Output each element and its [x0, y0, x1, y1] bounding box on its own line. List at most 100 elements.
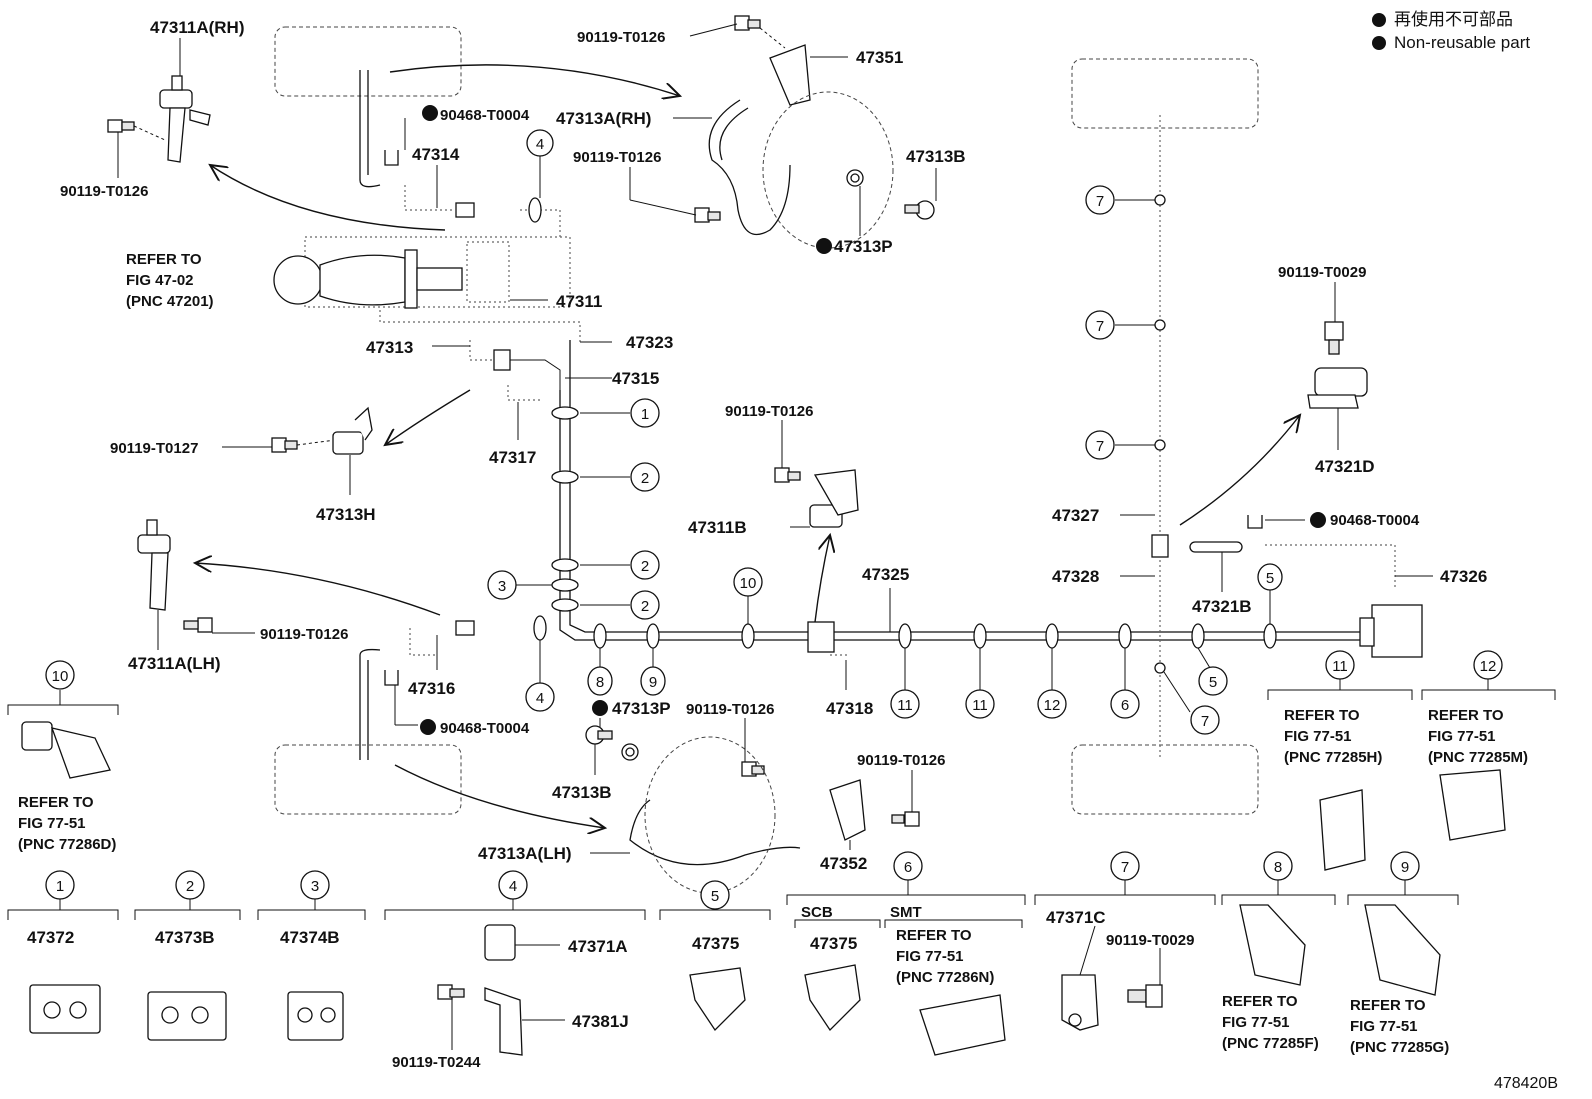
callout-7d: 7 [1190, 705, 1220, 735]
svg-text:(PNC 77285M): (PNC 77285M) [1428, 749, 1528, 766]
svg-text:11: 11 [897, 697, 913, 714]
callout-7c: 7 [1085, 430, 1115, 460]
clamp-2b [551, 558, 579, 572]
svg-text:8: 8 [596, 674, 604, 691]
svg-text:FIG 77-51: FIG 77-51 [1284, 728, 1352, 745]
label-47373B: 47373B [155, 928, 215, 947]
part-47313H-icon [332, 406, 373, 455]
svg-text:7: 7 [1201, 713, 1209, 730]
label-90119-T0126-d: 90119-T0126 [725, 403, 813, 420]
label-47374B: 47374B [280, 928, 340, 947]
legend-text-jp: 再使用不可部品 [1394, 10, 1513, 29]
svg-text:FIG 77-51: FIG 77-51 [1222, 1014, 1290, 1031]
label-90468-T0004-b: 90468-T0004 [440, 720, 530, 737]
svg-text:10: 10 [52, 668, 69, 685]
callout-2b: 2 [630, 550, 660, 580]
brake-line-47315 [505, 359, 561, 390]
callout-5a: 5 [1198, 666, 1228, 696]
line-47313-branch [469, 340, 500, 361]
label-47313P-bot: 47313P [612, 699, 671, 718]
svg-text:7: 7 [1096, 318, 1104, 335]
detail-box-texts: REFER TO FIG 77-51 (PNC 77286D) REFER TO… [18, 707, 1528, 1071]
detail-callout-3: 3 [300, 870, 330, 900]
label-47313A-lh: 47313A(LH) [478, 844, 572, 863]
clip-6-scb-icon [804, 964, 861, 1032]
arrow-to-47311A-rh [210, 165, 446, 231]
label-90119-T0126-g: 90119-T0126 [857, 752, 945, 769]
leader-lines [117, 23, 1433, 1050]
line-to-47314 [404, 185, 455, 211]
part-47321D-icon [1307, 367, 1368, 409]
washer-47313P-bot-icon [621, 743, 639, 761]
svg-text:2: 2 [641, 598, 649, 615]
label-47311A-rh: 47311A(RH) [150, 18, 245, 37]
callout-10: 10 [733, 567, 763, 597]
svg-text:11: 11 [972, 697, 988, 714]
hose-loop-bottom [359, 648, 381, 760]
callout-4a: 4 [526, 129, 554, 157]
svg-text:FIG 77-51: FIG 77-51 [18, 815, 86, 832]
clip-90468-right-icon [1247, 515, 1263, 529]
svg-text:4: 4 [536, 690, 544, 707]
arrow-to-47311B [814, 535, 830, 623]
svg-text:8: 8 [1274, 859, 1282, 876]
part-47311A-lh-icon [137, 519, 171, 611]
detail-callout-1: 1 [45, 870, 75, 900]
junction-47311B-mount [807, 621, 835, 653]
svg-text:7: 7 [1121, 859, 1129, 876]
detail-callout-2: 2 [175, 870, 205, 900]
svg-text:FIG 77-51: FIG 77-51 [896, 948, 964, 965]
clamp-4a [528, 197, 542, 223]
svg-text:REFER TO: REFER TO [896, 927, 972, 944]
svg-text:7: 7 [1096, 438, 1104, 455]
svg-text:7: 7 [1096, 193, 1104, 210]
bolt-90119-T0127-icon [271, 437, 298, 453]
svg-text:(PNC 77285G): (PNC 77285G) [1350, 1039, 1449, 1056]
svg-text:REFER TO: REFER TO [1284, 707, 1360, 724]
arrow-to-47313A-rh [389, 64, 680, 96]
label-47372: 47372 [27, 928, 74, 947]
label-47371C: 47371C [1046, 908, 1106, 927]
clamp-2a [551, 470, 579, 484]
label-47326: 47326 [1440, 567, 1487, 586]
callout-11a: 11 [890, 689, 920, 719]
clip-10-icon [21, 721, 111, 779]
non-reusable-marker-icon [420, 719, 436, 735]
clamp-4b [533, 615, 547, 641]
detail-callout-7: 7 [1110, 851, 1140, 881]
part-47311A-rh-icon [159, 75, 211, 163]
master-cylinder-stem [416, 267, 463, 291]
booster-ball [273, 255, 323, 305]
svg-text:9: 9 [649, 674, 657, 691]
non-reusable-marker-icon [816, 238, 832, 254]
label-90119-T0127: 90119-T0127 [110, 440, 198, 457]
label-47321B: 47321B [1192, 597, 1252, 616]
label-47313P-top: 47313P [834, 237, 893, 256]
bracket-47381J-icon [484, 987, 523, 1056]
label-47315: 47315 [612, 369, 659, 388]
label-90119-T0029-a: 90119-T0029 [1278, 264, 1366, 281]
label-90119-T0126-c: 90119-T0126 [573, 149, 661, 166]
svg-text:REFER TO: REFER TO [1222, 993, 1298, 1010]
label-47352: 47352 [820, 854, 867, 873]
label-90119-T0029-b: 90119-T0029 [1106, 932, 1194, 949]
callout-4b: 4 [525, 682, 555, 712]
svg-text:12: 12 [1044, 697, 1061, 714]
washer-47313P-top-icon [846, 169, 864, 187]
brake-line-47323 [379, 310, 581, 345]
label-47328: 47328 [1052, 567, 1099, 586]
svg-text:(PNC 77285H): (PNC 77285H) [1284, 749, 1382, 766]
svg-text:2: 2 [641, 558, 649, 575]
clip-9-icon [1364, 904, 1441, 996]
bolt-90119-T0126-f-icon [741, 761, 765, 777]
label-47314: 47314 [412, 145, 460, 164]
callouts: 4 1 2 2 3 2 4 8 9 10 11 11 12 6 5 5 7 7 … [45, 129, 1503, 910]
label-47381J: 47381J [572, 1012, 629, 1031]
bolt-90119-T0029-a-icon [1324, 321, 1344, 355]
callout-3: 3 [487, 570, 517, 600]
non-reusable-bullet-icon [1372, 35, 1386, 50]
clip-2-icon [147, 991, 227, 1041]
line-47326 [1265, 544, 1396, 590]
label-47316: 47316 [408, 679, 455, 698]
